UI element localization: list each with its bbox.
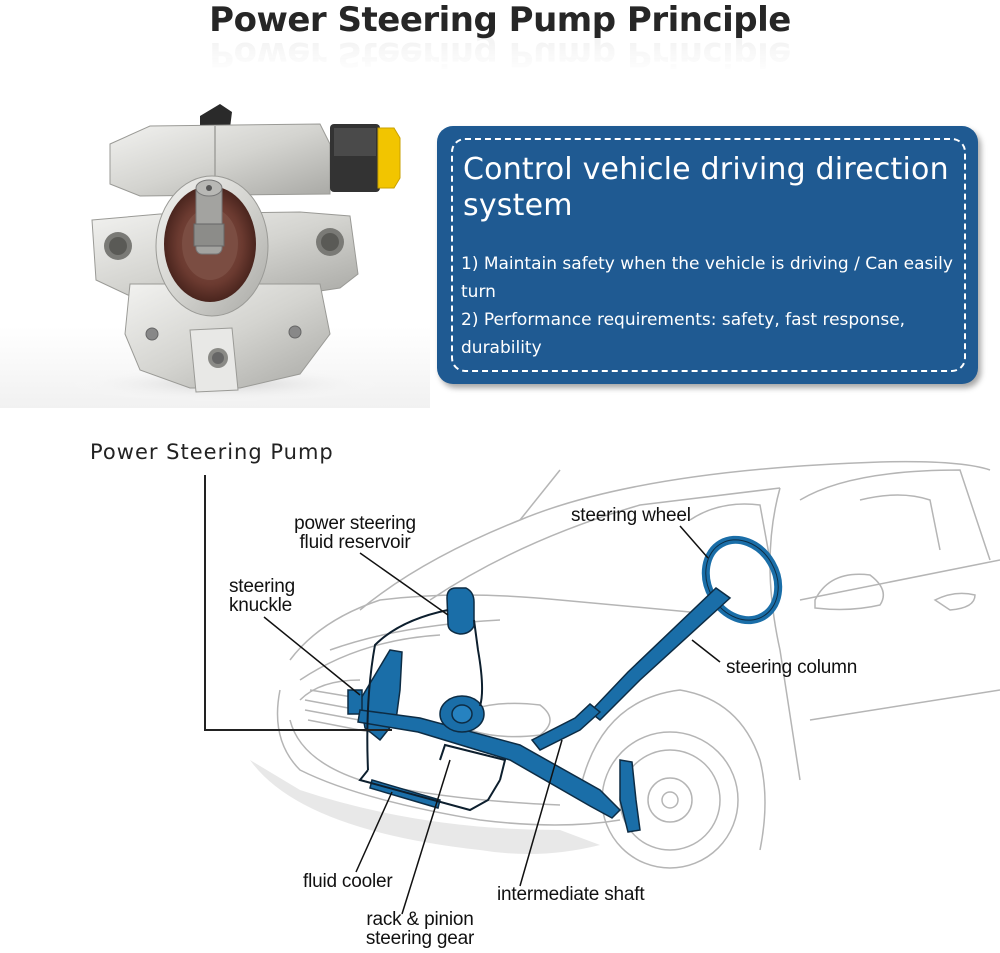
leader-lines	[204, 475, 721, 915]
rack-leader-line	[401, 759, 451, 915]
shaft-leader-line	[519, 739, 563, 887]
cooler-leader-line	[355, 791, 393, 873]
callout-fluid-reservoir: power steering fluid reservoir	[294, 513, 416, 553]
power-steering-pump-icon	[65, 104, 401, 402]
info-points: 1) Maintain safety when the vehicle is d…	[461, 250, 961, 362]
pump-product-photo	[0, 84, 430, 408]
pump-leader-line	[204, 475, 392, 731]
column-leader-line	[691, 639, 721, 663]
knuckle-leader-line	[263, 616, 361, 696]
steering-components	[347, 535, 783, 833]
callout-steering-column: steering column	[726, 657, 858, 678]
info-heading: Control vehicle driving direction system	[463, 152, 949, 223]
bumper-shadow	[250, 760, 600, 854]
info-point-1: 1) Maintain safety when the vehicle is d…	[461, 254, 953, 302]
reservoir-leader-line	[359, 552, 449, 616]
info-box-dashed-border	[451, 138, 966, 372]
wheel-leader-line	[679, 525, 709, 559]
callout-rack-pinion: rack & pinion steering gear	[365, 909, 475, 949]
callout-intermediate-shaft: intermediate shaft	[497, 884, 645, 905]
intermediate-shaft	[530, 703, 602, 751]
callout-steering-knuckle: steering knuckle	[229, 576, 295, 616]
info-point-2: 2) Performance requirements: safety, fas…	[461, 310, 906, 358]
page-title: Power Steering Pump Principle	[209, 0, 791, 40]
fluid-lines	[358, 609, 507, 812]
power-steering-pump-label: Power Steering Pump	[90, 440, 334, 464]
fluid-reservoir	[446, 587, 475, 635]
info-box: Control vehicle driving direction system…	[437, 126, 978, 384]
callout-steering-wheel: steering wheel	[571, 505, 691, 526]
steering-column	[588, 587, 732, 722]
rack-and-pinion	[357, 709, 622, 819]
callout-fluid-cooler: fluid cooler	[303, 871, 393, 892]
